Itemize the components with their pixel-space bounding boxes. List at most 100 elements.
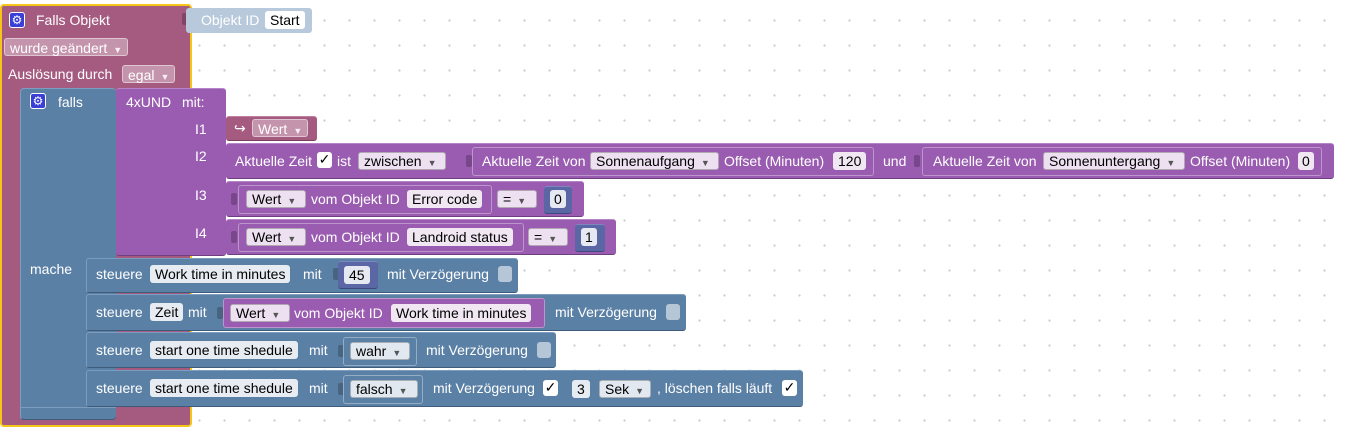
chevron-down-icon: ▼ [392,348,402,358]
to-offset-label: Offset (Minuten) [1190,153,1291,169]
to-event-dropdown[interactable]: Sonnenuntergang▼ [1043,152,1185,170]
from-event-value: Sonnenaufgang [596,153,695,169]
and-block-mit: mit: [182,94,205,110]
condition4-value: Wert [252,229,282,245]
action4-mit: mit [309,380,328,396]
input-connector [466,155,472,167]
trigger-by-value: egal [128,67,155,83]
condition3-operator-dropdown[interactable]: =▼ [497,190,537,208]
gear-icon[interactable]: ⚙ [9,12,25,28]
condition1-value-dropdown[interactable]: Wert ▼ [252,119,309,137]
action2-object-field[interactable]: Work time in minutes [391,304,532,322]
if-block-footer [20,407,116,420]
condition2-label: Aktuelle Zeit [235,153,313,169]
to-offset-field[interactable]: 0 [1298,152,1314,170]
input-connector [217,307,223,319]
time-to-label: Aktuelle Zeit von [933,153,1037,169]
action4-clear-checkbox[interactable]: ✓ [782,379,797,396]
action1-steuere: steuere [96,266,143,282]
input-connector [338,345,344,357]
and-input-i4: I4 [195,225,207,241]
action4-delay-checkbox[interactable]: ✓ [543,379,558,396]
compare-value: zwischen [364,153,422,169]
action4-target-field[interactable]: start one time shedule [150,379,298,397]
action2-object-label: vom Objekt ID [294,305,383,321]
mache-label: mache [30,261,73,277]
action4-delay-label: mit Verzögerung [433,380,535,396]
condition3-value-dropdown[interactable]: Wert ▼ [246,190,306,208]
action1-value-field[interactable]: 45 [344,266,370,284]
chevron-down-icon: ▼ [700,158,710,168]
action4-value: falsch [356,381,393,397]
condition3-operator: = [503,191,512,207]
condition4-operator: = [534,229,543,245]
chevron-down-icon: ▼ [517,196,527,206]
action2-mit: mit [188,304,207,320]
condition1-block[interactable] [226,116,317,141]
action2-steuere: steuere [96,304,143,320]
and-input-i2: I2 [195,148,207,164]
chevron-down-icon: ▼ [548,234,558,244]
chevron-down-icon: ▼ [113,45,123,55]
action2-delay-checkbox[interactable] [666,304,680,320]
action1-target-field[interactable]: Work time in minutes [150,265,291,283]
trigger-by-dropdown[interactable]: egal ▼ [122,65,176,83]
input-connector [231,193,237,205]
condition3-object-label: vom Objekt ID [311,191,400,207]
trigger-dropdown-label: wurde geändert [10,40,108,56]
compare-dropdown[interactable]: zwischen ▼ [358,152,446,170]
condition4-number-field[interactable]: 1 [581,228,597,246]
input-connector [231,231,237,243]
action3-delay-label: mit Verzögerung [426,342,528,358]
action2-value: Wert [236,305,266,321]
condition3-number-field[interactable]: 0 [550,190,566,208]
condition4-object-label: vom Objekt ID [311,229,400,245]
chevron-down-icon: ▼ [271,310,281,320]
trigger-dropdown[interactable]: wurde geändert ▼ [4,38,129,56]
chevron-down-icon: ▼ [1166,158,1176,168]
condition2-ist: ist [337,153,351,169]
action1-delay-label: mit Verzögerung [387,266,489,282]
chevron-down-icon: ▼ [293,126,303,136]
gear-icon[interactable]: ⚙ [30,93,46,109]
action2-target-field[interactable]: Zeit [150,303,184,321]
from-offset-field[interactable]: 120 [833,152,867,170]
action4-clear-label: , löschen falls läuft [657,380,773,396]
chevron-down-icon: ▼ [160,72,170,82]
and-input-i1: I1 [195,121,207,137]
condition4-object-field[interactable]: Landroid status [407,228,513,246]
condition4-operator-dropdown[interactable]: =▼ [528,228,568,246]
input-connector [182,13,188,25]
action4-delay-value-field[interactable]: 3 [572,380,590,398]
input-connector [333,268,339,280]
and-label: und [883,153,907,169]
action3-delay-checkbox[interactable] [537,342,551,358]
chevron-down-icon: ▼ [287,234,297,244]
condition4-value-dropdown[interactable]: Wert ▼ [246,228,306,246]
from-offset-label: Offset (Minuten) [724,153,825,169]
action3-target-field[interactable]: start one time shedule [150,341,298,359]
condition3-value: Wert [252,191,282,207]
time-from-label: Aktuelle Zeit von [482,153,586,169]
event-title: Falls Objekt [36,12,110,28]
input-connector [914,155,920,167]
and-input-i3: I3 [195,187,207,203]
action3-value-dropdown[interactable]: wahr▼ [350,342,410,360]
action3-steuere: steuere [96,342,143,358]
action1-delay-checkbox[interactable] [498,266,512,282]
and-block[interactable] [116,88,226,256]
from-event-dropdown[interactable]: Sonnenaufgang ▼ [590,152,719,170]
object-id-label: Objekt ID [201,12,260,28]
condition1-value: Wert [258,121,288,137]
action2-value-dropdown[interactable]: Wert ▼ [230,304,290,322]
condition3-object-field[interactable]: Error code [407,190,483,208]
falls-label: falls [58,94,83,110]
object-id-field[interactable]: Start [265,11,305,29]
action4-value-dropdown[interactable]: falsch▼ [350,380,418,398]
and-block-title: 4xUND [126,94,172,110]
condition2-checkbox[interactable]: ✓ [317,151,332,168]
trigger-by-label: Auslösung durch [8,66,113,82]
chevron-down-icon: ▼ [287,196,297,206]
action4-unit-dropdown[interactable]: Sek▼ [599,380,651,398]
chevron-down-icon: ▼ [427,158,437,168]
